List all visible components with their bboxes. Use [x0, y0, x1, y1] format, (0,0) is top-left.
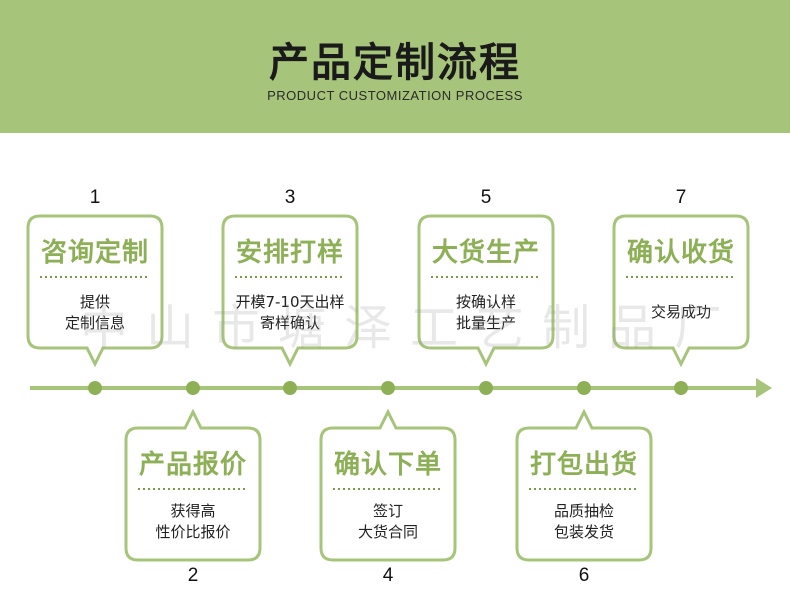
step-number-1: 1 [89, 187, 101, 208]
step-card-7 [612, 214, 750, 368]
step-desc-4-line-1: 签订 [372, 502, 403, 520]
step-card-3 [221, 214, 359, 368]
step-title-5: 大货生产 [431, 238, 540, 268]
step-number-3: 3 [284, 187, 296, 208]
step-title-6: 打包出货 [529, 450, 638, 480]
step-card-5 [417, 214, 555, 368]
timeline-dot-1 [88, 381, 102, 395]
timeline-dot-7 [674, 381, 688, 395]
timeline-dot-4 [381, 381, 395, 395]
step-desc-6-line-1: 品质抽检 [553, 502, 614, 520]
step-number-5: 5 [480, 187, 492, 208]
step-desc-3-line-2: 寄样确认 [259, 314, 320, 332]
step-number-6: 6 [578, 565, 590, 586]
timeline-dots [88, 381, 688, 395]
page-subtitle: PRODUCT CUSTOMIZATION PROCESS [267, 88, 523, 103]
timeline-dot-5 [479, 381, 493, 395]
step-title-4: 确认下单 [333, 450, 442, 480]
step-cards [26, 214, 750, 562]
step-title-3: 安排打样 [235, 238, 344, 268]
step-desc-2-line-1: 获得高 [170, 502, 216, 520]
timeline-arrow-icon [756, 378, 772, 398]
step-desc-5-line-2: 批量生产 [455, 314, 516, 332]
step-desc-6-line-2: 包装发货 [553, 523, 614, 541]
step-card-2 [124, 408, 262, 562]
step-desc-7-line-1: 交易成功 [650, 303, 711, 321]
step-desc-3-line-1: 开模7-10天出样 [235, 293, 345, 311]
step-number-7: 7 [675, 187, 687, 208]
timeline-dot-6 [577, 381, 591, 395]
step-title-2: 产品报价 [138, 450, 247, 480]
timeline-dot-2 [186, 381, 200, 395]
step-number-2: 2 [187, 565, 199, 586]
step-desc-5-line-1: 按确认样 [455, 293, 516, 311]
step-card-1 [26, 214, 164, 368]
step-card-4 [319, 408, 457, 562]
step-title-7: 确认收货 [626, 238, 735, 268]
step-card-6 [515, 408, 653, 562]
step-desc-2-line-2: 性价比报价 [155, 523, 231, 541]
timeline-dot-3 [283, 381, 297, 395]
header-banner [0, 0, 790, 133]
step-number-4: 4 [382, 565, 394, 586]
step-desc-4-line-2: 大货合同 [357, 523, 418, 541]
page-title: 产品定制流程 [269, 40, 521, 86]
step-desc-1-line-2: 定制信息 [64, 314, 125, 332]
step-title-1: 咨询定制 [40, 238, 149, 268]
step-desc-1-line-1: 提供 [79, 293, 110, 311]
